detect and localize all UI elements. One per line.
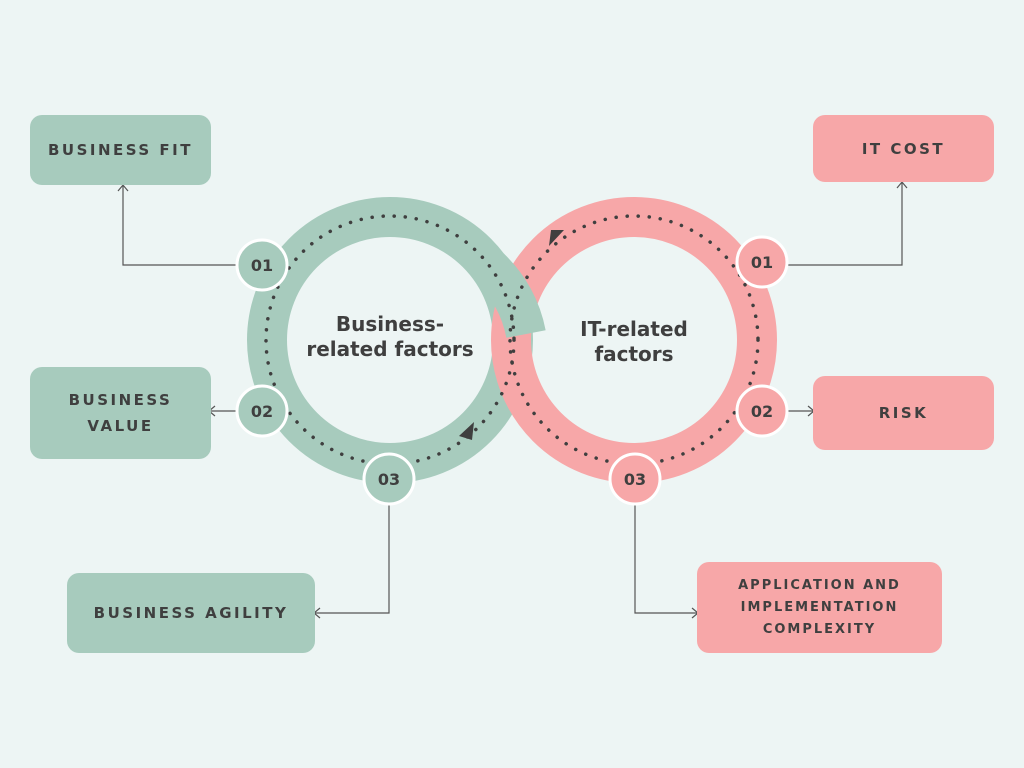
it-badge-03: 03	[608, 452, 662, 506]
business-value-box: BUSINESS VALUE	[30, 367, 211, 459]
it-badge-01: 01	[735, 235, 789, 289]
complexity-label-line-3: COMPLEXITY	[762, 621, 877, 637]
connector-business-agility	[315, 505, 390, 614]
business-badge-03: 03	[362, 452, 416, 506]
business-dotted-path	[264, 214, 516, 466]
it-dotted-path	[508, 214, 760, 466]
connector-complexity	[634, 505, 697, 614]
business-title-line-1: Business-	[335, 312, 445, 336]
complexity-box: APPLICATION AND IMPLEMENTATION COMPLEXIT…	[697, 562, 942, 653]
business-center-title: Business- related factors	[290, 312, 490, 362]
connector-business-fit	[122, 186, 238, 266]
business-badge-03-label: 03	[378, 470, 400, 489]
it-badge-02: 02	[735, 384, 789, 438]
business-fit-box: BUSINESS FIT	[30, 115, 211, 185]
business-cycle-arrow-icon	[459, 422, 474, 440]
arrowhead-it-cost	[896, 181, 908, 189]
risk-box: RISK	[813, 376, 994, 450]
business-fit-label: BUSINESS FIT	[47, 141, 193, 159]
it-cost-label: IT COST	[861, 139, 946, 158]
business-badge-01: 01	[235, 238, 289, 292]
complexity-label-line-2: IMPLEMENTATION	[740, 599, 899, 615]
business-badge-01-label: 01	[251, 256, 273, 275]
arrowhead-business-fit	[117, 184, 129, 192]
it-cycle-arrow-icon	[549, 230, 564, 246]
risk-label: RISK	[878, 404, 929, 422]
it-center-title: IT-related factors	[534, 317, 734, 367]
it-title-line-2: factors	[594, 342, 674, 366]
business-value-label-line-2: VALUE	[87, 417, 154, 435]
business-title-line-2: related factors	[306, 337, 474, 361]
complexity-label-line-1: APPLICATION AND	[738, 577, 901, 593]
it-cost-box: IT COST	[813, 115, 994, 182]
business-agility-label: BUSINESS AGILITY	[93, 604, 289, 622]
it-badge-03-label: 03	[624, 470, 646, 489]
it-title-line-1: IT-related	[580, 317, 688, 341]
it-badge-02-label: 02	[751, 402, 773, 421]
business-agility-box: BUSINESS AGILITY	[67, 573, 315, 653]
business-badge-02: 02	[235, 384, 289, 438]
business-ring-overlap	[475, 253, 546, 339]
connector-it-cost	[788, 183, 903, 266]
business-badge-02-label: 02	[251, 402, 273, 421]
business-value-label-line-1: BUSINESS	[68, 391, 173, 409]
it-badge-01-label: 01	[751, 253, 773, 272]
